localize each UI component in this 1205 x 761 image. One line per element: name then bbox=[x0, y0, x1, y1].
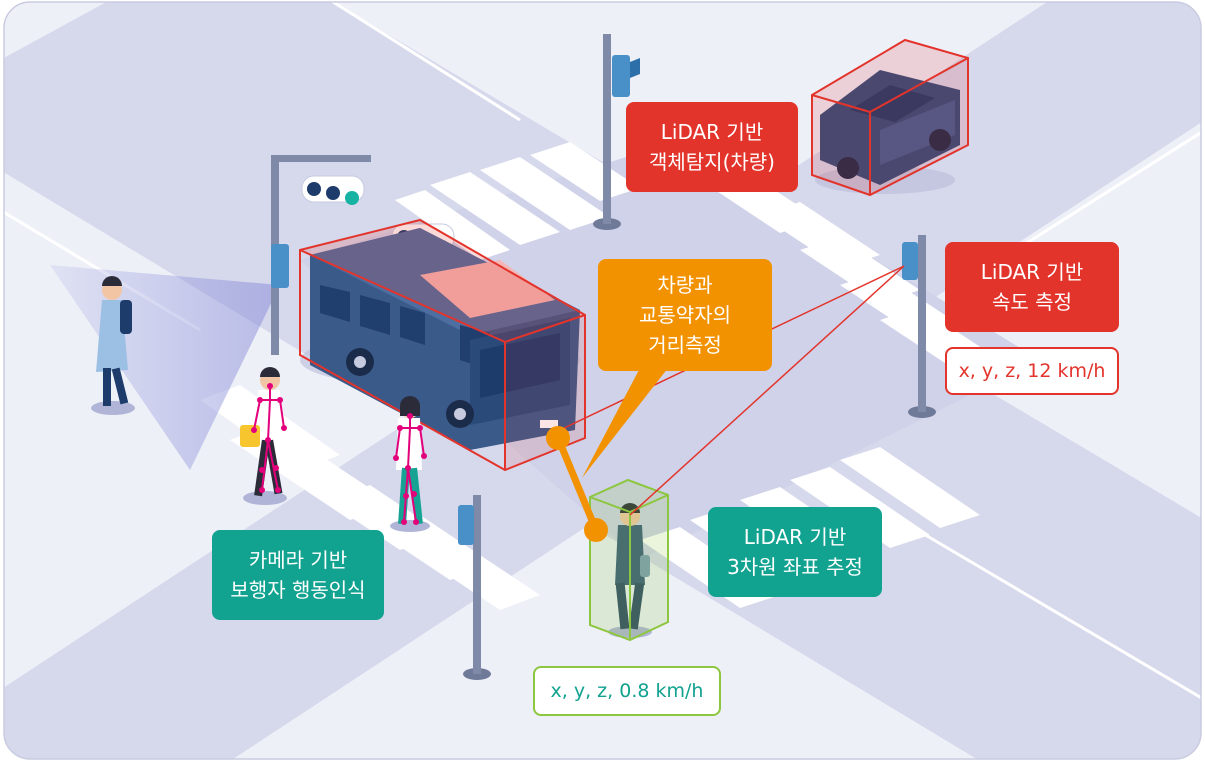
label-line: 카메라 기반 bbox=[248, 548, 348, 572]
traffic-pole-right bbox=[902, 235, 936, 418]
label-line: 거리측정 bbox=[648, 333, 722, 357]
label-line: 보행자 행동인식 bbox=[230, 578, 366, 602]
pedestrian-child bbox=[390, 396, 430, 532]
bus bbox=[300, 228, 580, 450]
pedestrian-walking-left bbox=[91, 276, 135, 415]
label-line: LiDAR 기반 bbox=[660, 120, 764, 144]
lane-marking bbox=[329, 2, 521, 122]
camera-sensor-icon bbox=[271, 244, 289, 288]
label-line: 3차원 좌표 추정 bbox=[727, 555, 863, 579]
label-speed-measure: LiDAR 기반 속도 측정 bbox=[945, 242, 1119, 332]
traffic-pole-top bbox=[593, 34, 640, 230]
label-vehicle-detection: LiDAR 기반 객체탐지(차량) bbox=[626, 102, 798, 192]
suv bbox=[815, 70, 960, 194]
diagram-frame bbox=[3, 1, 1202, 760]
label-line: LiDAR 기반 bbox=[743, 525, 847, 549]
label-line: 객체탐지(차량) bbox=[648, 150, 775, 174]
distance-endpoint-icon bbox=[584, 518, 608, 542]
label-line: 속도 측정 bbox=[992, 290, 1072, 314]
traffic-pole-bottom bbox=[458, 495, 491, 680]
crosswalk-top bbox=[395, 142, 640, 260]
pedestrian-with-bag bbox=[240, 367, 287, 505]
label-line: 교통약자의 bbox=[639, 303, 731, 327]
pedestrian-3d-box bbox=[589, 478, 669, 642]
distance-label-pointer bbox=[582, 368, 668, 478]
label-line: LiDAR 기반 bbox=[980, 260, 1084, 284]
traffic-light-icon bbox=[301, 175, 365, 205]
pedestrian-speed-readout: x, y, z, 0.8 km/h bbox=[533, 666, 721, 716]
label-distance-measure: 차량과 교통약자의 거리측정 bbox=[598, 259, 772, 371]
lidar-sensor-icon bbox=[902, 242, 918, 280]
label-pedestrian-recognition: 카메라 기반 보행자 행동인식 bbox=[212, 530, 384, 620]
suv-detection-box bbox=[811, 38, 969, 197]
distance-endpoint-icon bbox=[546, 426, 570, 450]
vehicle-speed-readout: x, y, z, 12 km/h bbox=[945, 347, 1119, 395]
label-coord-estimation: LiDAR 기반 3차원 좌표 추정 bbox=[708, 507, 882, 597]
label-line: 차량과 bbox=[657, 273, 713, 297]
lane-marking bbox=[999, 128, 1201, 262]
distance-line bbox=[546, 426, 608, 542]
lane-marking bbox=[899, 518, 1201, 702]
